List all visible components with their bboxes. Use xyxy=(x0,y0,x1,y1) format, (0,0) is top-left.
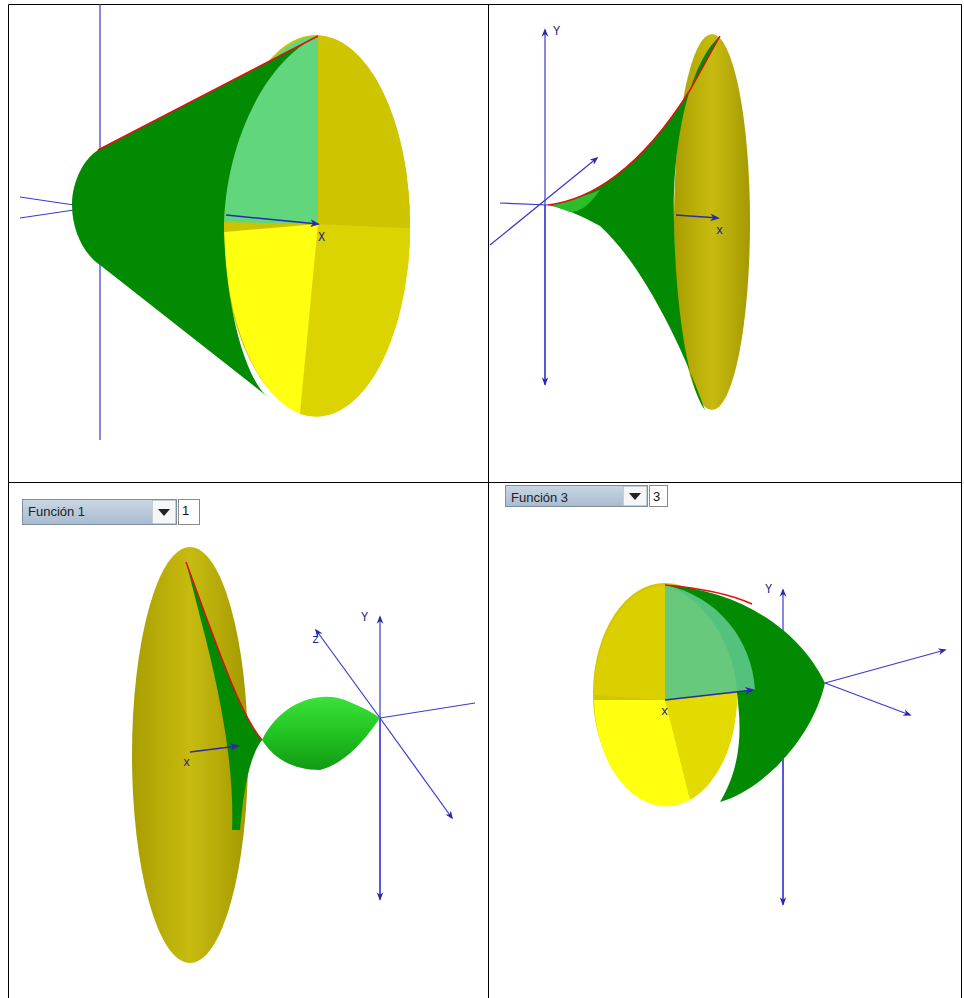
neck-body xyxy=(186,562,262,830)
disk-quadrant xyxy=(300,224,410,417)
number-text: 1 xyxy=(182,503,189,518)
horn-body xyxy=(548,36,720,410)
dropdown-text: Función 1 xyxy=(28,504,85,519)
axis-line xyxy=(665,690,753,700)
axis-line xyxy=(20,197,74,218)
profile-curve xyxy=(98,36,318,150)
axis-label: Y xyxy=(553,26,560,38)
axis-line xyxy=(226,215,318,224)
axis-line xyxy=(190,746,238,752)
horn-surface xyxy=(490,30,750,410)
dropdown-arrow xyxy=(158,509,170,516)
cone-body xyxy=(72,36,318,397)
axis-label: x xyxy=(183,757,190,769)
profile-curve xyxy=(665,585,752,604)
axis-label: x xyxy=(716,225,723,237)
axis-label: X xyxy=(318,232,325,244)
disk-quadrant xyxy=(594,585,665,700)
axis-label: z xyxy=(312,634,319,646)
bulb-body xyxy=(262,697,380,770)
dome-surface xyxy=(593,583,945,905)
disk-quadrant xyxy=(224,224,318,414)
function-dropdown: Función 1 xyxy=(22,499,177,525)
dropdown-button xyxy=(623,486,647,506)
disk-quadrant xyxy=(318,36,410,228)
axis-line xyxy=(500,203,548,205)
dropdown-button xyxy=(152,500,176,524)
axis-line xyxy=(379,617,380,900)
axis-label: x xyxy=(661,706,668,718)
axis-label: Y xyxy=(361,612,368,624)
bulb-surface xyxy=(132,547,475,963)
axis-line xyxy=(380,718,452,818)
disk-quadrant xyxy=(594,700,690,806)
axis-line xyxy=(379,718,380,899)
function-dropdown: Función 3 xyxy=(505,485,648,507)
axis-line xyxy=(544,30,545,385)
drawing-part xyxy=(9,5,962,998)
number-field: 1 xyxy=(178,499,200,525)
axis-label: Y xyxy=(765,584,772,596)
panel-frame xyxy=(9,5,962,998)
cone-surface xyxy=(20,4,410,440)
disk-quadrant xyxy=(665,585,755,700)
button-face xyxy=(623,486,647,506)
profile-curve xyxy=(186,562,262,740)
dropdown-text: Función 3 xyxy=(511,490,568,505)
axis-line xyxy=(380,703,475,718)
dome-body xyxy=(665,585,825,802)
axis-line xyxy=(544,205,545,384)
axis-line xyxy=(676,215,718,218)
profile-curve xyxy=(548,36,720,205)
number-text: 3 xyxy=(653,489,660,504)
button-face xyxy=(152,500,176,524)
number-field: 3 xyxy=(649,485,668,507)
axis-line xyxy=(825,650,945,683)
dropdown-arrow xyxy=(629,493,641,500)
horn-highlight xyxy=(552,190,600,212)
axis-line xyxy=(825,683,910,715)
